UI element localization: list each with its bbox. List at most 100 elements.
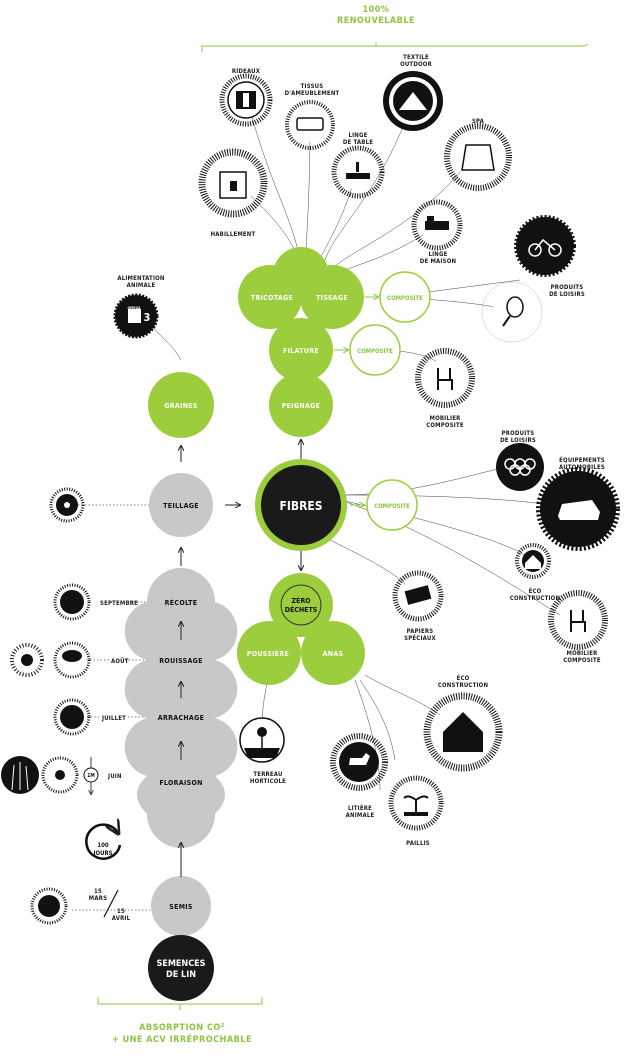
label-eco-1b: CONSTRUCTION [510,595,561,602]
field-icon [30,887,68,925]
green-cluster-bottom: ZÉRO DÉCHETS POUSSIÈRE ANAS [237,573,365,685]
flower-icon [41,756,79,794]
label-linge-table-1: LINGE [348,132,367,139]
duration-label: 1M [87,773,95,779]
node-zero-dechets [269,573,333,637]
sofa-icon [285,100,335,150]
node-teillage [149,473,213,537]
tractor-icon [53,583,91,621]
label-equipements-1: ÉQUIPEMENTS [559,456,605,464]
node-filature [269,318,333,382]
node-tricotage-label: TRICOTAGE [251,294,293,302]
curtains-icon [219,73,273,127]
growth-stack: TEILLAGE RÉCOLTE ROUISSAGE ARRACHAGE FLO… [124,473,238,1001]
footer-line2: + UNE ACV IRRÉPROCHABLE [112,1033,252,1045]
gear-icon [49,487,85,523]
node-tissage-label: TISSAGE [316,294,348,302]
label-tissus-1: TISSUS [301,83,324,90]
days-label: JOURS [92,850,112,857]
node-zero-line1: ZÉRO [291,596,311,605]
output-icons: RIDEAUX TISSUS D'AMEUBLEMENT TEXTILE OUT… [113,54,620,847]
avril-day: 15 [117,908,125,915]
car-icon [536,467,620,551]
label-alimentation-1: ALIMENTATION [117,275,165,282]
badge-brand: OMEGA [128,306,142,310]
header-line1: 100% [362,5,389,15]
label-equipements-2: AUTOMOBILES [559,464,605,471]
label-spa: SPA [472,118,485,125]
header-bracket [201,43,589,52]
label-rideaux: RIDEAUX [232,68,261,75]
label-mobilier-1a: MOBILIER [430,415,462,422]
shirt-icon [198,148,268,218]
money-stack-icon [392,570,444,622]
chair-icon [415,348,475,408]
composite-fibres [366,479,418,531]
node-filature-label: FILATURE [283,347,319,355]
node-semences-line2: DE LIN [166,970,196,980]
composite-nodes: COMPOSITE COMPOSITE COMPOSITE [334,271,431,531]
omega3-badge-icon: 3 OMEGA [113,293,159,339]
label-mobilier-1b: COMPOSITE [426,422,464,429]
node-recolte: RÉCOLTE [165,598,198,607]
house-icon-small [515,543,551,579]
table-icon [331,145,385,199]
tractor-icon-2 [53,698,91,736]
footer: ABSORPTION CO² + UNE ACV IRRÉPROCHABLE [97,997,263,1045]
node-fibres [261,465,341,545]
label-textile-1: TEXTILE [403,54,429,61]
label-paillis: PAILLIS [406,840,430,847]
composite-fibres-label: COMPOSITE [374,503,410,510]
label-papiers-1: PAPIERS [407,628,434,635]
node-peignage-label: PEIGNAGE [282,402,320,410]
label-loisirs-1a: PRODUITS [551,284,584,291]
node-poussiere-label: POUSSIÈRE [247,649,289,658]
plant-pot-icon [239,717,285,763]
tennis-racket-icon [481,281,543,343]
house-icon-large [423,692,503,772]
composite-tissage-label: COMPOSITE [387,295,423,302]
label-loisirs-2a: PRODUITS [502,430,535,437]
footer-line1: ABSORPTION CO² [139,1023,225,1033]
label-eco-2b: CONSTRUCTION [438,682,489,689]
badge-number: 3 [144,311,151,324]
bicycle-icon [514,215,576,277]
node-arrachage: ARRACHAGE [158,714,204,722]
sun-icon [10,643,44,677]
label-papiers-2: SPÉCIAUX [404,634,436,642]
sprout-icon [388,775,444,831]
grey-stack-shape [124,568,238,848]
node-semis [151,876,211,936]
header-line2: RENOUVELABLE [337,16,415,26]
label-habillement: HABILLEMENT [211,231,256,238]
node-zero-line2: DÉCHETS [285,605,318,614]
node-peignage [269,373,333,437]
mars-month: MARS [89,895,107,902]
node-semences-line1: SEMENCES [156,959,205,969]
label-eco-1a: ÉCO [529,587,542,595]
header: 100% RENOUVELABLE [201,5,589,52]
rain-cloud-icon [53,641,91,679]
label-linge-table-2: DE TABLE [343,139,373,146]
days-number: 100 [97,842,109,849]
label-tissus-2: D'AMEUBLEMENT [285,90,340,97]
chair-icon-2 [548,590,608,650]
month-aout: AOÛT [111,658,129,665]
month-juillet: JUILLET [101,715,126,722]
node-floraison: FLORAISON [159,779,202,787]
label-alimentation-2: ANIMALE [127,282,156,289]
composite-filature [349,324,401,376]
label-terreau-2: HORTICOLE [250,778,286,785]
node-poussiere [237,621,301,685]
footer-bracket [97,997,263,1010]
node-teillage-label: TEILLAGE [163,502,199,510]
cycle-100-days-icon [85,825,122,860]
node-anas-label: ANAS [323,650,344,658]
bathrobe-icon [444,123,512,191]
olympic-rings-icon [496,443,544,491]
label-litiere-2: ANIMALE [346,812,375,819]
node-fibres-label: FIBRES [279,499,322,513]
label-eco-2a: ÉCO [457,674,470,682]
label-loisirs-2b: DE LOISIRS [500,437,536,444]
